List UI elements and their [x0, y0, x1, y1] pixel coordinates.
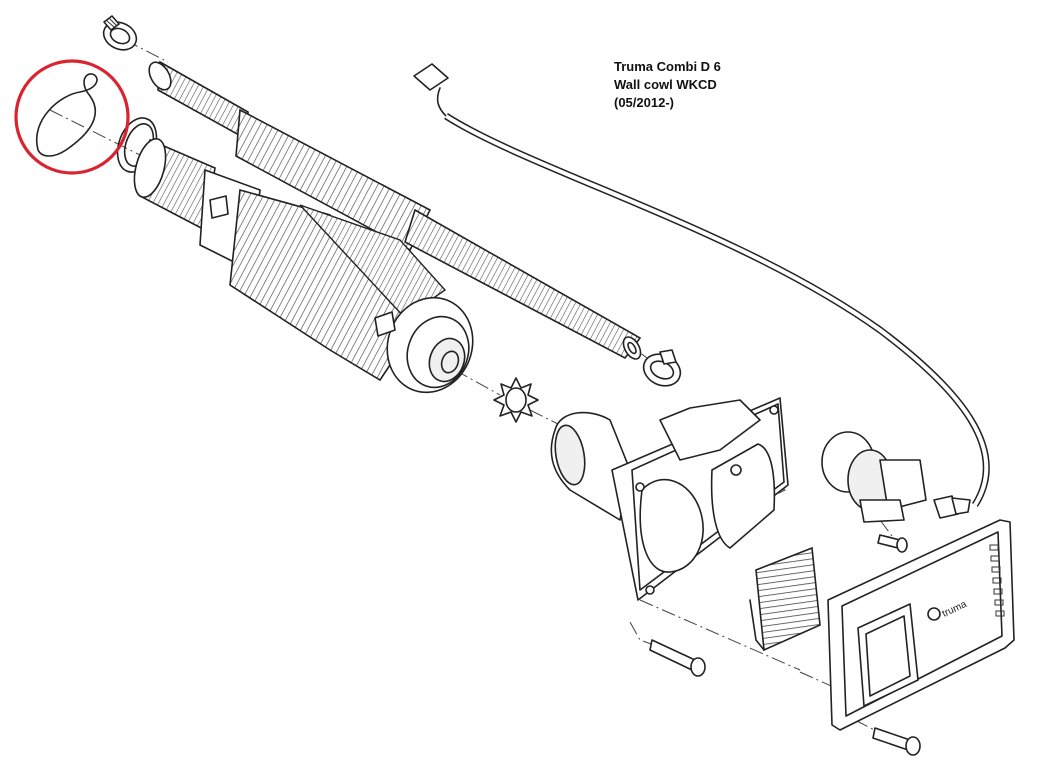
exhaust-hose-long: [148, 60, 642, 360]
screw-bottom: [872, 727, 921, 756]
cover-slots: [989, 544, 1005, 617]
highlight-circle: [14, 59, 130, 175]
screw-upper: [877, 534, 908, 553]
caption-date-range: (05/2012-): [614, 95, 674, 110]
diagram-caption: Truma Combi D 6 Wall cowl WKCD (05/2012-…: [614, 58, 721, 112]
hose-clamp-top: [102, 15, 138, 51]
wall-cowl-cover: truma: [827, 519, 1015, 731]
exhaust-duct-assembly: [133, 137, 474, 394]
wall-cowl-base-frame: [550, 397, 789, 601]
screw-left: [649, 639, 706, 677]
star-lock-washer: [493, 377, 539, 423]
wire-retaining-clip: [35, 73, 98, 157]
hose-clamp-lower: [642, 349, 682, 387]
sensor-fan-unit: [821, 431, 927, 523]
caption-product: Truma Combi D 6: [614, 59, 721, 74]
sensor-cable: [413, 63, 990, 519]
caption-part: Wall cowl WKCD: [614, 77, 717, 92]
wall-cowl-grille: [749, 546, 821, 652]
